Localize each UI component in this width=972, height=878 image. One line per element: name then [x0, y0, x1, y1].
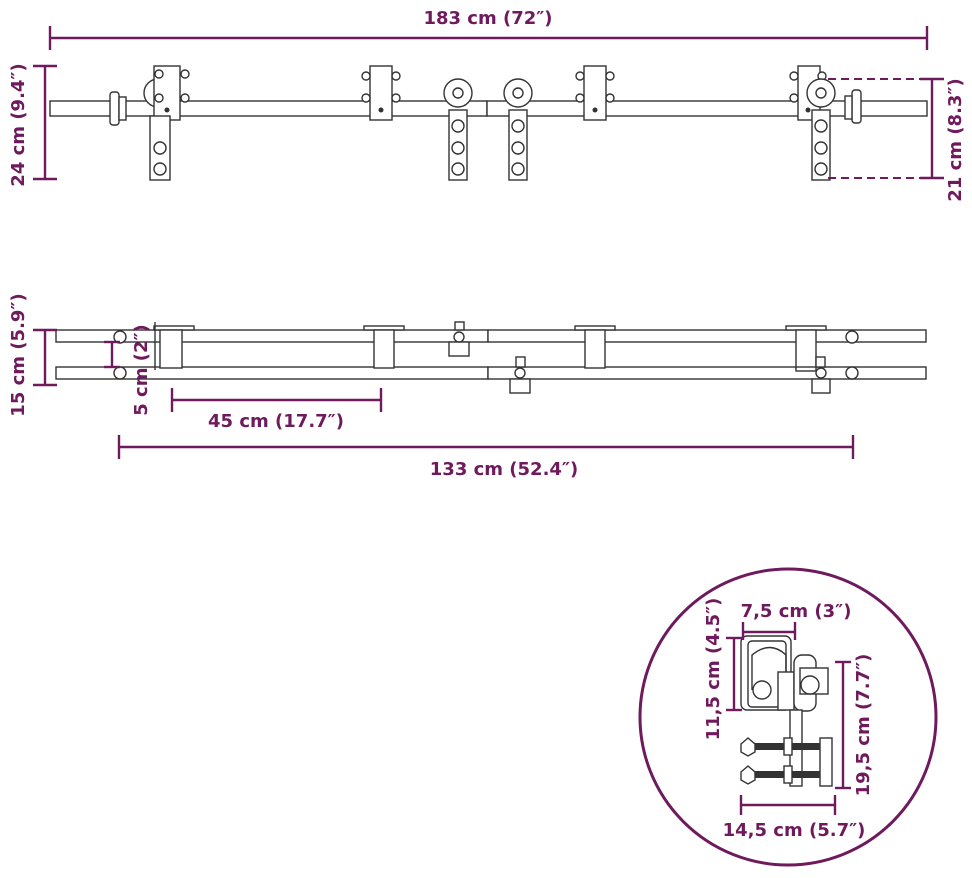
dim-height-overall: 24 cm (9.4″) — [8, 63, 57, 187]
detail-bolt-lower — [740, 765, 820, 785]
detail-frame — [638, 567, 938, 867]
plan-view: 15 cm (5.9″) 5 cm (2″) 45 cm (17.7″) 133… — [8, 293, 927, 480]
dim-total-length: 183 cm (72″) — [48, 8, 929, 50]
plan-hanger-1 — [448, 321, 470, 357]
label-height-overall: 24 cm (9.4″) — [8, 63, 29, 186]
door-hanger-4 — [806, 78, 836, 181]
door-hanger-2 — [443, 78, 473, 181]
wall-bracket-1 — [153, 65, 190, 121]
label-span: 133 cm (52.4″) — [430, 459, 578, 480]
detail-bolt-upper — [740, 737, 820, 757]
label-rail-offset: 5 cm (2″) — [131, 324, 152, 416]
plan-stopper-3 — [845, 330, 859, 344]
label-wheel-width: 7,5 cm (3″) — [741, 601, 852, 622]
dim-rail-spacing: 15 cm (5.9″) — [8, 293, 57, 417]
hanger-detail: 7,5 cm (3″) 11,5 cm (4.5″) 19,5 cm (7.7″… — [638, 567, 938, 867]
plan-rail-lower-right — [487, 366, 927, 380]
label-total-length: 183 cm (72″) — [423, 8, 552, 29]
dim-wheel-height: 11,5 cm (4.5″) — [703, 598, 742, 741]
plan-stopper-4 — [845, 366, 859, 380]
plan-hanger-2 — [509, 356, 531, 394]
plan-bracket-2 — [363, 325, 405, 369]
plan-bracket-4 — [785, 325, 827, 369]
dim-wheel-width: 7,5 cm (3″) — [741, 601, 852, 640]
dim-bracket-width: 14,5 cm (5.7″) — [723, 795, 866, 841]
dim-hanger-spacing: 45 cm (17.7″) — [170, 388, 383, 432]
front-view: 183 cm (72″) 24 cm (9.4″) 21 cm (8.3″) — [8, 8, 966, 202]
door-hanger-1 — [149, 115, 171, 181]
label-wheel-height: 11,5 cm (4.5″) — [703, 598, 724, 741]
wall-bracket-3 — [575, 65, 615, 121]
end-stopper-right — [844, 89, 862, 124]
dim-span: 133 cm (52.4″) — [117, 435, 855, 480]
label-height-hanger: 21 cm (8.3″) — [945, 78, 966, 201]
dim-bracket-height: 19,5 cm (7.7″) — [835, 654, 874, 797]
plan-rail-upper-right — [487, 329, 927, 343]
plan-bracket-1 — [153, 322, 195, 370]
label-bracket-height: 19,5 cm (7.7″) — [853, 654, 874, 797]
door-hanger-3 — [503, 78, 533, 181]
plan-bracket-3 — [574, 325, 616, 369]
label-hanger-spacing: 45 cm (17.7″) — [208, 411, 344, 432]
label-rail-spacing: 15 cm (5.9″) — [8, 293, 29, 416]
plan-hanger-3 — [795, 356, 831, 394]
plan-stopper-2 — [113, 366, 127, 380]
label-bracket-width: 14,5 cm (5.7″) — [723, 820, 866, 841]
wall-bracket-2 — [361, 65, 401, 121]
dim-rail-offset: 5 cm (2″) — [104, 324, 152, 416]
end-stopper-left — [109, 91, 127, 126]
dim-height-hanger: 21 cm (8.3″) — [828, 77, 966, 202]
